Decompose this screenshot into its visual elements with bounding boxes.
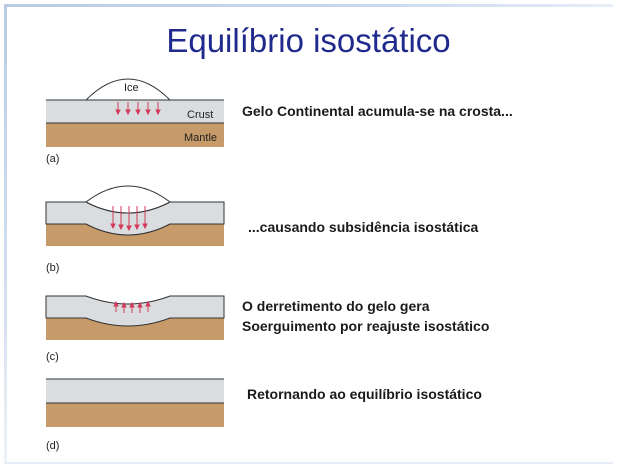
panel-c-caption-line-1: O derretimento do gelo gera	[242, 298, 430, 314]
slide-frame-bottom	[4, 462, 613, 464]
panel-d-caption-line: Retornando ao equilíbrio isostático	[247, 386, 482, 402]
slide-title: Equilíbrio isostático	[166, 22, 451, 59]
panel-d-letter: (d)	[46, 440, 59, 452]
crust-label: Crust	[187, 109, 213, 121]
panel-d-crust	[46, 379, 224, 403]
panel-a-caption: Gelo Continental acumula-se na crosta...	[242, 101, 513, 121]
slide-frame-top	[4, 4, 613, 7]
panel-b-letter: (b)	[46, 262, 59, 274]
slide-frame-left	[4, 4, 7, 464]
panel-a-letter: (a)	[46, 153, 59, 165]
panel-b-ice-cap	[85, 185, 171, 214]
panel-b-caption: ...causando subsidência isostática	[248, 217, 478, 237]
panel-c-mantle	[46, 318, 224, 340]
panel-c-caption-line-2: Soerguimento por reajuste isostático	[242, 318, 490, 334]
panel-c-caption: O derretimento do gelo gera Soerguimento…	[242, 296, 489, 336]
panel-b-caption-line: ...causando subsidência isostática	[248, 219, 479, 235]
panel-a-load-arrows	[115, 102, 161, 116]
panel-a-crust	[46, 100, 224, 123]
ice-label: Ice	[124, 82, 139, 94]
panel-c-crust	[45, 295, 225, 327]
panel-b-load-arrows	[110, 206, 148, 232]
panel-d-caption: Retornando ao equilíbrio isostático	[247, 384, 482, 404]
panel-a-caption-line: Gelo Continental acumula-se na crosta...	[242, 103, 513, 119]
panel-a-ice-cap	[84, 78, 172, 101]
panel-d-mantle	[46, 403, 224, 427]
panel-c-letter: (c)	[46, 351, 59, 363]
panel-a-mantle	[46, 123, 224, 147]
panel-c-rebound-arrows	[113, 300, 151, 313]
mantle-label: Mantle	[184, 132, 217, 144]
